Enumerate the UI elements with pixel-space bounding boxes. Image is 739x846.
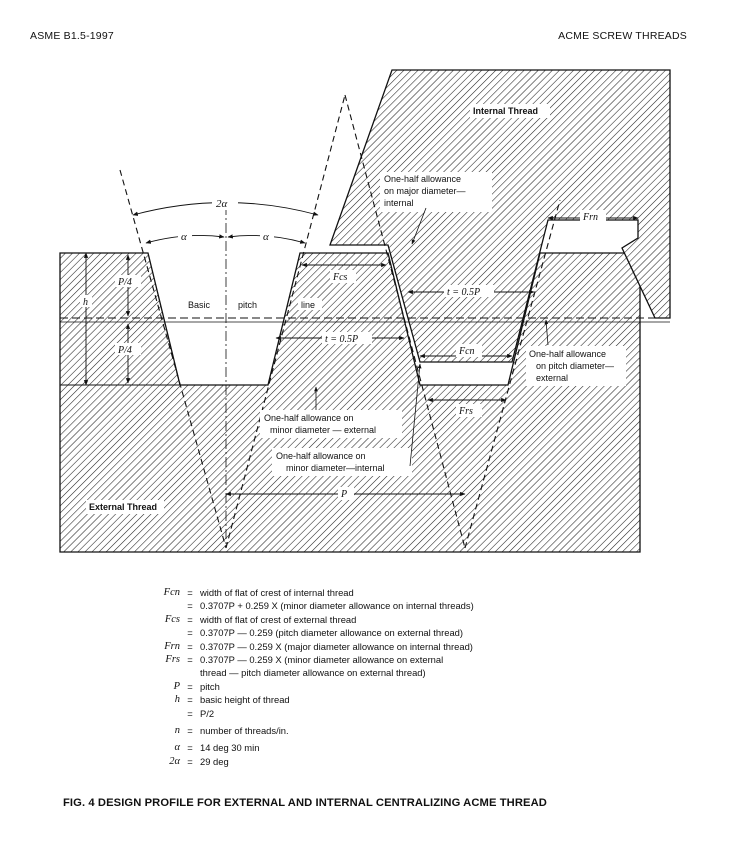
note-major-allowance-line2: on major diameter— — [384, 186, 466, 196]
legend-symbol: α — [174, 742, 180, 754]
legend-definition: pitch — [200, 680, 220, 692]
legend-equals: = — [187, 707, 193, 719]
legend-definition: thread — pitch diameter allowance on ext… — [200, 667, 426, 679]
legend-row: thread — pitch diameter allowance on ext… — [150, 666, 570, 679]
t-left-label: t = 0.5P — [325, 334, 358, 345]
alpha-label-left: α — [181, 231, 187, 243]
p4-top-label: P/4 — [117, 277, 132, 288]
legend-row: Frs = 0.3707P — 0.259 X (minor diameter al… — [150, 653, 570, 666]
legend-row: n = number of threads/in. — [150, 724, 570, 737]
internal-thread-label: Internal Thread — [473, 106, 538, 116]
fcs-label: Fcs — [332, 272, 348, 283]
legend-definition: 29 deg — [200, 755, 229, 767]
legend-equals: = — [187, 587, 193, 598]
legend-row: Frn = 0.3707P — 0.259 X (major diameter al… — [150, 640, 570, 653]
pitch-label: pitch — [238, 300, 257, 310]
legend-row: Fcn = width of flat of crest of internal t… — [150, 586, 570, 599]
note-minor-ext-line2: minor diameter — external — [270, 425, 376, 435]
legend-definition: 0.3707P — 0.259 (pitch diameter allowanc… — [200, 627, 464, 639]
legend-row: = P/2 — [150, 707, 570, 720]
note-pitch-allowance-line1: One-half allowance — [529, 349, 606, 359]
thread-profile-diagram: 2α α α P/4 h P/4 Basic pitch line Fcs t … — [59, 69, 671, 553]
legend-definition: 0.3707P + 0.259 X (minor diameter allowa… — [200, 600, 474, 612]
note-major-allowance-line3: internal — [384, 198, 414, 208]
frn-label: Frn — [582, 212, 598, 223]
note-major-allowance-line1: One-half allowance — [384, 174, 461, 184]
legend-row: h = basic height of thread — [150, 693, 570, 706]
legend-symbol: n — [174, 724, 180, 736]
legend-equals: = — [187, 742, 193, 754]
legend-equals: = — [187, 613, 193, 625]
legend-symbol: P — [173, 680, 180, 692]
symbol-legend: Fcn = width of flat of crest of internal t… — [150, 586, 570, 768]
legend-definition: P/2 — [200, 707, 215, 719]
header-section-title: ACME SCREW THREADS — [558, 30, 687, 42]
alpha-label-right: α — [263, 231, 269, 243]
legend-symbol: h — [174, 694, 180, 706]
h-label: h — [83, 297, 88, 308]
legend-row: = 0.3707P + 0.259 X (minor diameter allow… — [150, 599, 570, 612]
header-standard-id: ASME B1.5-1997 — [30, 30, 114, 42]
note-minor-ext-line1: One-half allowance on — [264, 413, 354, 423]
legend-equals: = — [187, 600, 193, 612]
two-alpha-label: 2α — [216, 198, 228, 210]
t-right-label: t = 0.5P — [447, 287, 480, 298]
note-pitch-allowance-line3: external — [536, 373, 568, 383]
legend-equals: = — [187, 627, 193, 639]
legend-symbol: Frn — [164, 640, 180, 652]
legend-symbol: Frs — [165, 653, 180, 665]
legend-equals: = — [187, 755, 193, 767]
legend-row: = 0.3707P — 0.259 (pitch diameter allowan… — [150, 626, 570, 639]
fcn-label: Fcn — [458, 346, 475, 357]
p4-bottom-label: P/4 — [117, 345, 132, 356]
legend-symbol: Fcn — [163, 587, 180, 598]
p-label: P — [340, 489, 347, 500]
external-thread-label: External Thread — [89, 502, 157, 512]
legend-equals: = — [187, 640, 193, 652]
legend-row: P = pitch — [150, 680, 570, 693]
legend-row: α = 14 deg 30 min — [150, 741, 570, 754]
line-label: line — [301, 300, 315, 310]
legend-row: Fcs = width of flat of crest of external t… — [150, 613, 570, 626]
legend-definition: width of flat of crest of internal threa… — [200, 587, 354, 598]
legend-definition: 14 deg 30 min — [200, 742, 260, 754]
legend-row: 2α = 29 deg — [150, 755, 570, 768]
legend-symbol: 2α — [169, 755, 180, 767]
note-minor-int-line1: One-half allowance on — [276, 451, 366, 461]
legend-definition: 0.3707P — 0.259 X (minor diameter allowa… — [200, 653, 444, 665]
note-pitch-allowance-line2: on pitch diameter— — [536, 361, 614, 371]
legend-definition: width of flat of crest of external threa… — [200, 613, 357, 625]
legend-symbol: Fcs — [164, 613, 180, 625]
figure-caption: FIG. 4 DESIGN PROFILE FOR EXTERNAL AND I… — [63, 797, 547, 809]
legend-equals: = — [187, 680, 193, 692]
legend-definition: 0.3707P — 0.259 X (major diameter allowa… — [200, 640, 473, 652]
internal-thread-label-box — [470, 104, 550, 118]
legend-equals: = — [187, 653, 193, 665]
theoretical-flanks — [119, 94, 561, 549]
legend-definition: basic height of thread — [200, 694, 290, 706]
legend-equals: = — [187, 694, 193, 706]
frs-label: Frs — [458, 406, 473, 417]
basic-label: Basic — [188, 300, 211, 310]
legend-equals: = — [187, 724, 193, 736]
legend-definition: number of threads/in. — [200, 724, 289, 736]
note-minor-int-line2: minor diameter—internal — [286, 463, 385, 473]
